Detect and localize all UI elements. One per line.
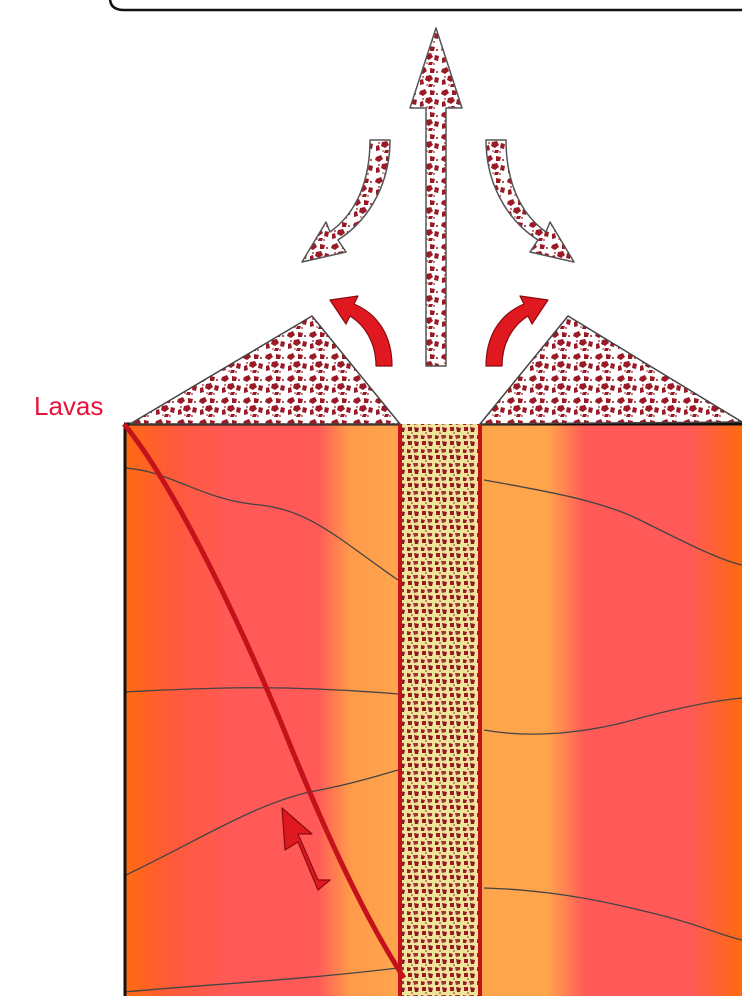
country-rock-left — [124, 424, 400, 996]
ejecta-arrow-left — [302, 140, 390, 262]
debris-cone-left — [130, 316, 400, 424]
ejecta-arrow-up — [410, 28, 462, 366]
lavas-label: Lavas — [34, 391, 103, 421]
top-panel-frame — [110, 0, 742, 10]
ejecta-arrow-right — [486, 140, 574, 262]
volcanic-conduit — [398, 424, 482, 996]
debris-cone-right — [480, 316, 742, 424]
country-rock-right — [482, 424, 742, 996]
